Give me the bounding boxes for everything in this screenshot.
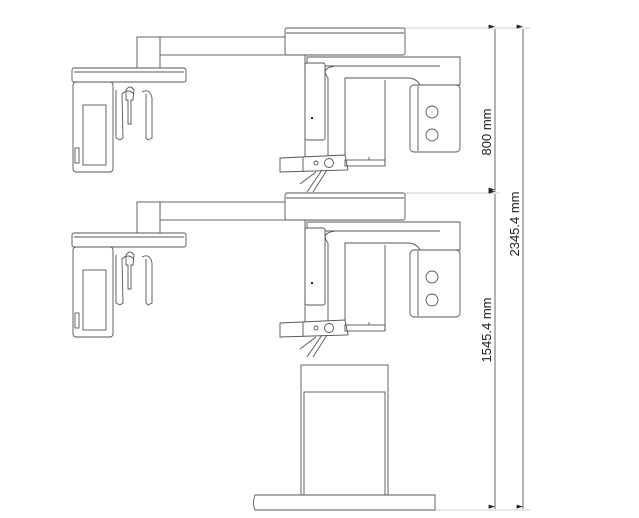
lower-position-unit [71,192,461,358]
dimension-label-1545: 1545.4 mm [479,297,494,362]
column-base [253,364,436,511]
dimension-label-800: 800 mm [479,109,494,156]
extension-lines [405,27,530,511]
dimension-label-2345: 2345.4 mm [507,191,522,256]
upper-position-unit [71,27,461,193]
